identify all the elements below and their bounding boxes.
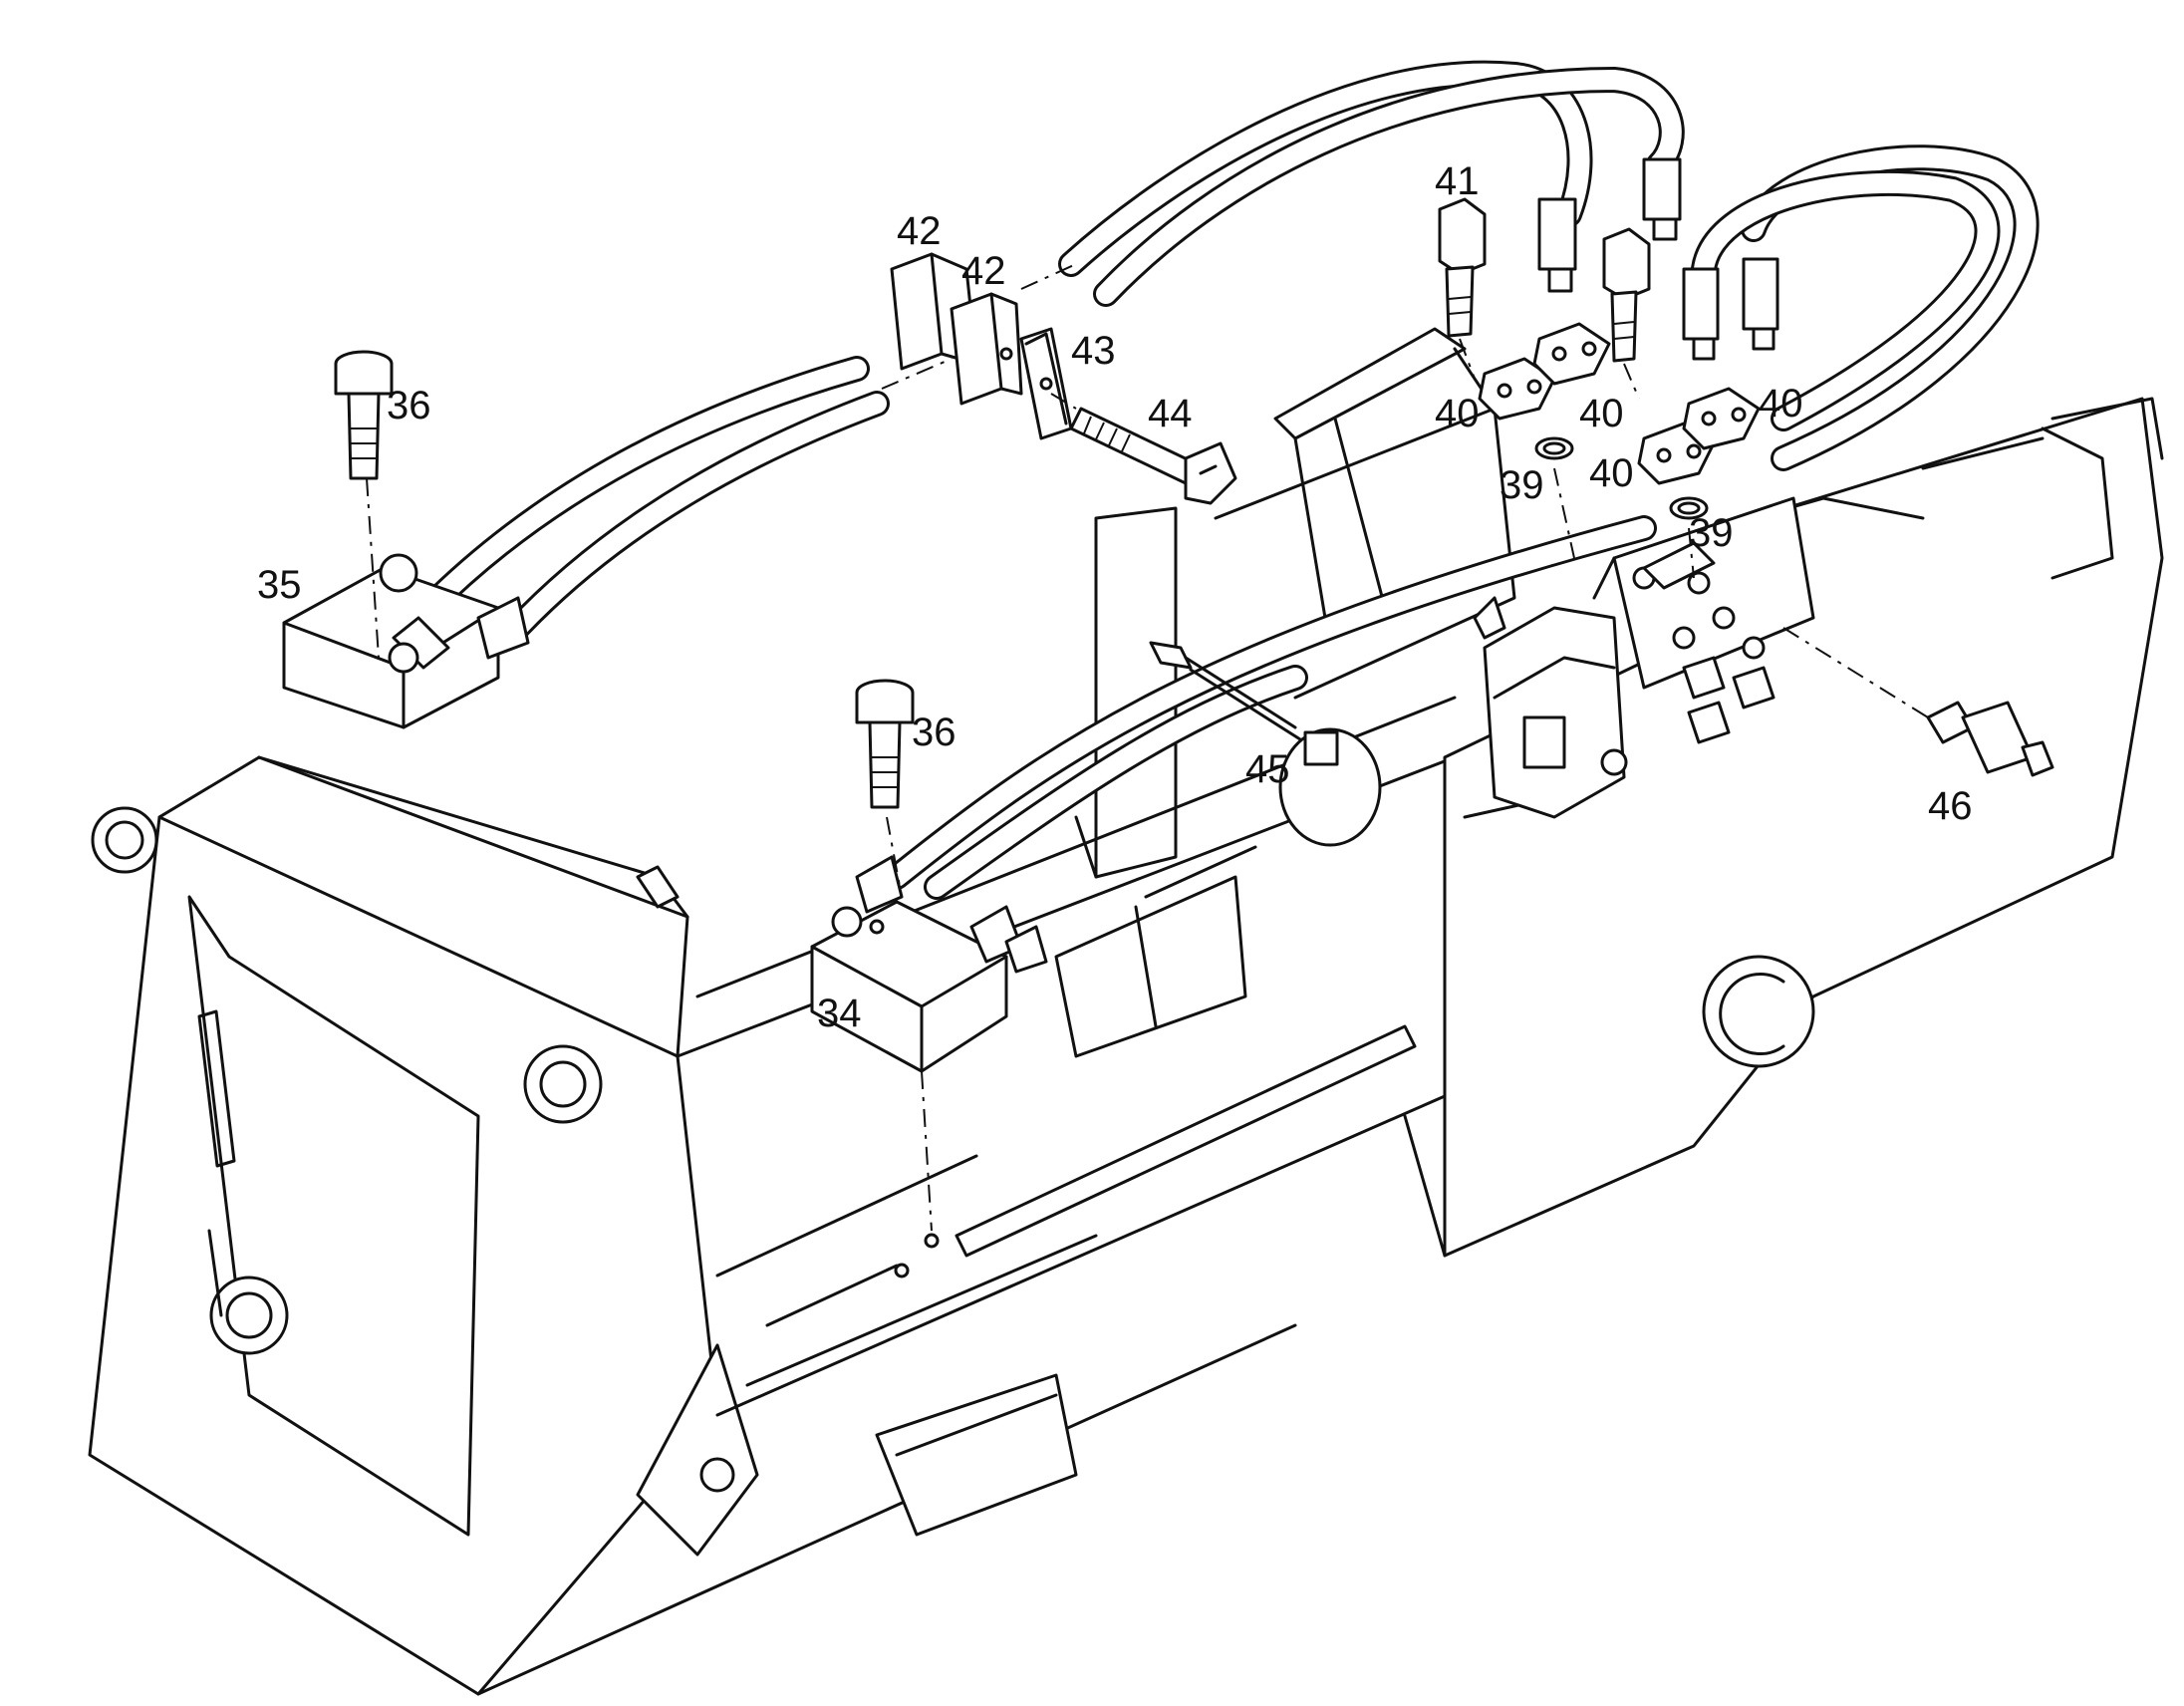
part-41-bolts [1438, 197, 1651, 400]
chassis-frame [88, 327, 2164, 1696]
callout-39-right: 39 [1689, 511, 1734, 555]
callout-43: 43 [1071, 329, 1116, 373]
hydraulic-hoses [415, 60, 2040, 900]
control-valve-block [1473, 496, 1815, 819]
callout-36-lower: 36 [912, 711, 956, 754]
callout-34: 34 [817, 992, 862, 1035]
part-39-orings [1534, 436, 1709, 579]
callout-44: 44 [1148, 392, 1193, 435]
callout-45: 45 [1245, 747, 1290, 791]
callout-46: 46 [1928, 784, 1973, 828]
part-36-screw-lower [855, 679, 933, 1232]
callout-39-left: 39 [1500, 463, 1544, 507]
part-42-clamp-halves [881, 252, 1077, 406]
callout-36-upper: 36 [387, 384, 431, 427]
callout-42-a: 42 [897, 209, 942, 253]
part-34-block [810, 855, 1048, 1073]
part-43-plate [1019, 327, 1073, 440]
part-35-block [282, 553, 530, 729]
callout-40-a: 40 [1435, 392, 1480, 435]
callout-42-b: 42 [961, 249, 1006, 293]
callout-40-d: 40 [1589, 451, 1634, 495]
part-46-pressure-switch [1782, 627, 2054, 777]
part-36-screw-upper [334, 350, 394, 659]
callout-40-c: 40 [1759, 382, 1803, 426]
callout-35: 35 [257, 563, 302, 607]
callout-41: 41 [1435, 159, 1480, 203]
part-45-sensor [1149, 641, 1339, 766]
part-40-flanges [1478, 322, 1761, 485]
callout-40-b: 40 [1579, 392, 1624, 435]
part-44-bolt [1050, 393, 1237, 505]
